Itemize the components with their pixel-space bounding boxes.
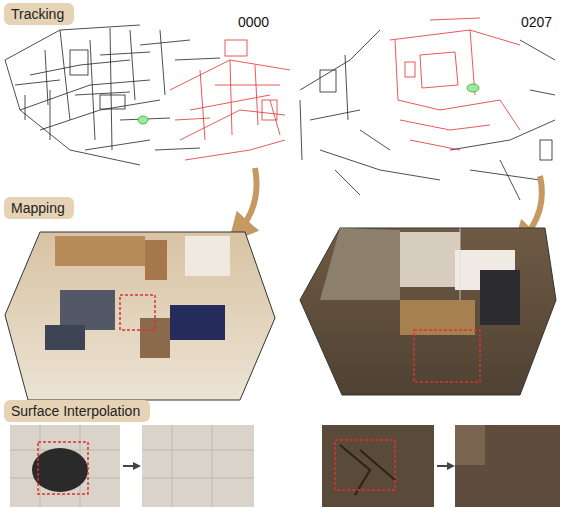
section-title: Mapping: [11, 200, 67, 216]
section-title: Surface Interpolation: [11, 403, 143, 419]
point-cloud: [300, 18, 555, 200]
section-title: Tracking: [11, 6, 67, 22]
section-tag: Surface Interpolation: [4, 400, 150, 422]
section-tag: Tracking: [4, 3, 74, 25]
frame-number: 0000: [238, 14, 269, 30]
room-render: [300, 228, 556, 395]
section-tag: Mapping: [4, 197, 74, 219]
interpolation-image: [10, 425, 560, 507]
flow-arrow: [238, 168, 257, 232]
point-cloud: [5, 25, 290, 165]
frame-number: 0207: [521, 14, 552, 30]
room-render: [5, 232, 275, 400]
